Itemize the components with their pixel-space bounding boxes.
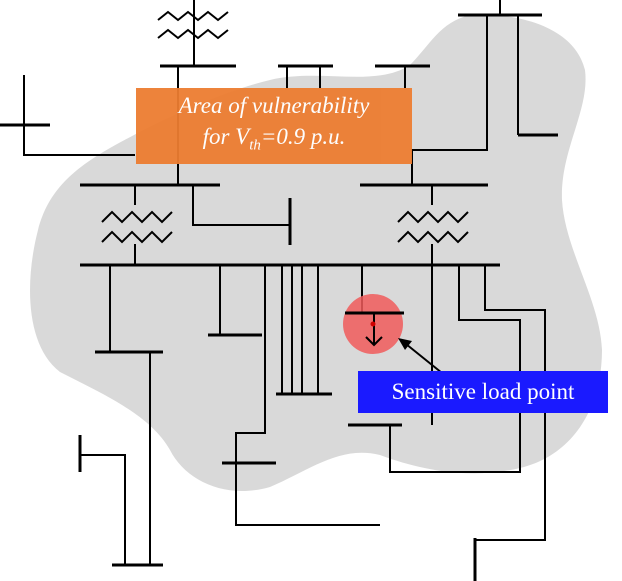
transformer-left-winding-2 (101, 230, 173, 244)
transformer-right-winding-2 (397, 230, 469, 244)
transformer-right-winding-1 (397, 210, 469, 224)
pointer-arrow (398, 338, 443, 374)
sensitive-load-point-label: Sensitive load point (358, 371, 608, 413)
area-label-line2: for Vth=0.9 p.u. (202, 124, 346, 154)
area-of-vulnerability-label: Area of vulnerability for Vth=0.9 p.u. (136, 88, 412, 164)
vulnerability-area (30, 14, 602, 492)
area-label-line1: Area of vulnerability (178, 93, 370, 119)
line-left-upper (23, 75, 135, 156)
transformer-left-winding-1 (101, 210, 173, 224)
